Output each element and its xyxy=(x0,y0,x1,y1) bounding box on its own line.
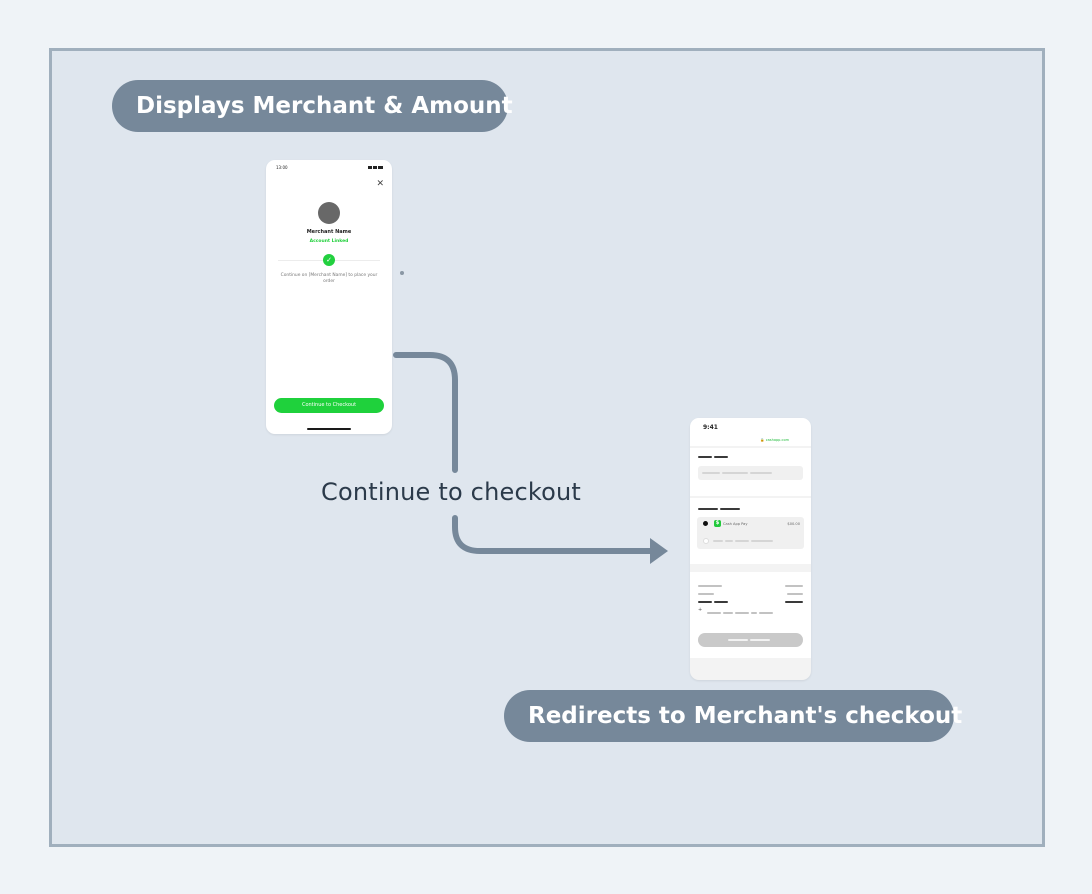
continue-to-checkout-button[interactable]: Continue to Checkout xyxy=(274,398,384,413)
placeholder-bar xyxy=(725,540,733,542)
merchant-avatar xyxy=(318,202,340,224)
placeholder-bar xyxy=(785,585,803,587)
placeholder-bar xyxy=(713,540,723,542)
payment-amount: $00.00 xyxy=(787,522,800,526)
status-time: 13:00 xyxy=(276,165,288,170)
checkout-section-contact xyxy=(690,448,811,496)
label-redirects-checkout: Redirects to Merchant's checkout xyxy=(504,690,962,742)
check-circle-icon: ✓ xyxy=(323,254,335,266)
placeholder-bar xyxy=(785,601,803,603)
contact-field[interactable] xyxy=(698,466,803,480)
placeholder-bar xyxy=(787,593,803,595)
checkout-section-payment: $ Cash App Pay $00.00 xyxy=(690,498,811,564)
checkout-section-summary: + xyxy=(690,572,811,658)
placeholder-bar xyxy=(728,639,748,641)
placeholder-bar xyxy=(714,456,728,458)
placeholder-bar xyxy=(759,612,773,614)
label-displays-merchant: Displays Merchant & Amount xyxy=(112,80,513,132)
status-icons xyxy=(367,166,383,169)
account-status: Account Linked xyxy=(309,239,349,244)
cash-app-icon: $ xyxy=(714,520,721,527)
placeholder-bar xyxy=(750,472,772,474)
merchant-name: Merchant Name xyxy=(306,229,352,235)
payment-option-label: Cash App Pay xyxy=(723,522,748,526)
plus-icon: + xyxy=(698,607,703,613)
placeholder-bar xyxy=(751,540,773,542)
placeholder-bar xyxy=(698,456,712,458)
placeholder-bar xyxy=(702,472,720,474)
radio-unselected[interactable] xyxy=(703,538,709,544)
placeholder-bar xyxy=(698,508,718,510)
placeholder-bar xyxy=(750,639,770,641)
placeholder-bar xyxy=(698,585,722,587)
close-icon[interactable]: ✕ xyxy=(376,179,384,189)
placeholder-bar xyxy=(723,612,733,614)
arrow-head xyxy=(650,538,668,564)
connector-upper xyxy=(393,352,458,473)
description-text: Continue on [Merchant Name] to place you… xyxy=(280,273,378,284)
home-indicator xyxy=(307,428,351,430)
lock-icon: 🔒 cashapp.com xyxy=(760,438,789,442)
placeholder-bar xyxy=(735,540,749,542)
stray-dot xyxy=(400,271,404,275)
radio-selected[interactable] xyxy=(703,521,708,526)
phone-checkout-screen: 9:41 🔒 cashapp.com $ Cash App Pay $00.00 xyxy=(690,418,811,680)
placeholder-bar xyxy=(722,472,748,474)
payment-options[interactable]: $ Cash App Pay $00.00 xyxy=(697,517,804,549)
connector-lower xyxy=(452,515,659,554)
placeholder-bar xyxy=(698,601,712,603)
connector-label: Continue to checkout xyxy=(321,478,581,506)
checkout-header xyxy=(690,418,811,446)
placeholder-bar xyxy=(707,612,721,614)
placeholder-bar xyxy=(751,612,757,614)
placeholder-bar xyxy=(698,593,714,595)
phone-merchant-screen: 13:00 ✕ Merchant Name Account Linked ✓ C… xyxy=(266,160,392,434)
pay-button[interactable] xyxy=(698,633,803,647)
placeholder-bar xyxy=(735,612,749,614)
placeholder-bar xyxy=(720,508,740,510)
status-time: 9:41 xyxy=(703,424,718,431)
placeholder-bar xyxy=(714,601,728,603)
